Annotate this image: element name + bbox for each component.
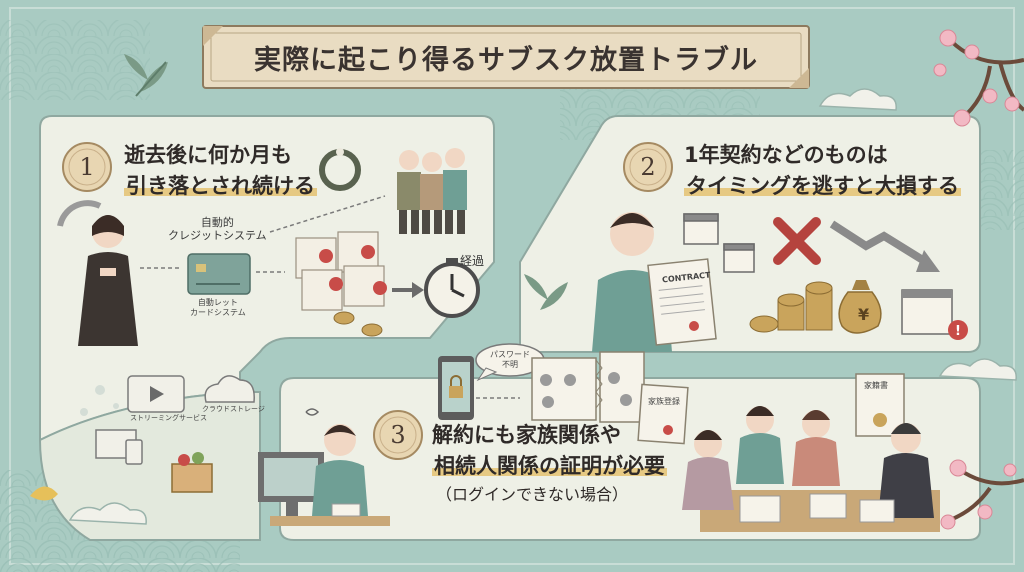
section-2-badge <box>623 142 673 192</box>
section-1-badge <box>62 142 112 192</box>
contract-document <box>647 258 717 346</box>
section-1-number: 1 <box>79 153 95 181</box>
calendar-icon <box>683 213 755 273</box>
section-3-number: 3 <box>390 421 406 449</box>
section-1-heading-line-2: 引き落とされ続ける <box>124 174 317 198</box>
section-1-heading-line-1: 逝去後に何か月も <box>124 143 292 167</box>
devices-icon <box>95 429 143 465</box>
family-meeting-illustration <box>682 406 940 532</box>
leaf-sprig-icon <box>524 274 568 310</box>
family-figures-illustration <box>397 148 467 234</box>
coins-icon <box>333 311 383 337</box>
page-title: 実際に起こり得るサブスク放置トラブル <box>254 44 758 76</box>
streaming-label: ストリーミングサービス <box>130 414 207 422</box>
family-register-label: 家族登録 <box>648 397 680 406</box>
cloud-storage-label: クラウドストレージ <box>202 405 265 413</box>
delivery-box-icon <box>171 452 213 493</box>
section-1-heading: 逝去後に何か月も 引き落とされ続ける <box>124 140 317 202</box>
section-2-number: 2 <box>640 153 656 181</box>
streaming-service-icon <box>127 375 185 413</box>
section-3-heading-line-3: （ログインできない場合） <box>436 485 629 504</box>
elapsed-label: 経過 <box>460 254 485 268</box>
svg-text:¥: ¥ <box>858 305 869 324</box>
cloud-storage-icon <box>204 375 255 403</box>
cherry-blossom-bottom-right <box>940 459 1024 530</box>
down-trend-arrow-icon <box>829 220 929 266</box>
section-2-heading: 1年契約などのものは タイミングを逃すと大損する <box>684 140 961 202</box>
section-3-heading: 解約にも家族関係や 相続人関係の証明が必要 （ログインできない場合） <box>432 420 667 508</box>
auto-card-label: 自動レット カードシステム <box>190 298 246 317</box>
ginkgo-leaf-icon <box>30 486 58 501</box>
bill-documents-icon <box>295 231 387 311</box>
certificate-label: 家籍書 <box>864 381 888 390</box>
section-2-heading-line-1: 1年契約などのものは <box>684 143 888 167</box>
section-3-heading-line-2: 相続人関係の証明が必要 <box>432 454 667 478</box>
dashed-arrow <box>269 195 386 233</box>
credit-card-icon <box>187 253 251 295</box>
cherry-blossom-top-right <box>933 29 1024 127</box>
calendar-alert-icon: ! <box>901 289 968 340</box>
password-unknown-label: パスワード 不明 <box>490 350 530 369</box>
svg-text:!: ! <box>955 324 961 339</box>
section-3-heading-line-1: 解約にも家族関係や <box>432 423 621 447</box>
title-banner <box>202 25 810 89</box>
smartphone-lock-icon <box>438 356 474 420</box>
certificate-document <box>855 373 905 437</box>
leaf-sprig-icon <box>124 54 168 97</box>
mourning-woman-illustration <box>57 200 138 346</box>
cloud-ornament-icon <box>68 88 1017 525</box>
section-2-heading-line-2: タイミングを逃すと大損する <box>684 174 961 198</box>
auto-credit-label: 自動的 クレジットシステム <box>168 216 267 242</box>
coin-stacks-icon <box>749 281 833 333</box>
torn-family-tree-document <box>531 351 645 423</box>
alarm-clock-icon <box>424 258 480 318</box>
stressed-man-at-computer <box>258 408 390 526</box>
section-3-badge <box>373 410 423 460</box>
family-register-document <box>637 383 689 445</box>
money-bag-icon: ¥ <box>838 280 882 334</box>
memorial-wreath-icon <box>319 148 361 191</box>
cross-mark-icon <box>773 217 821 265</box>
